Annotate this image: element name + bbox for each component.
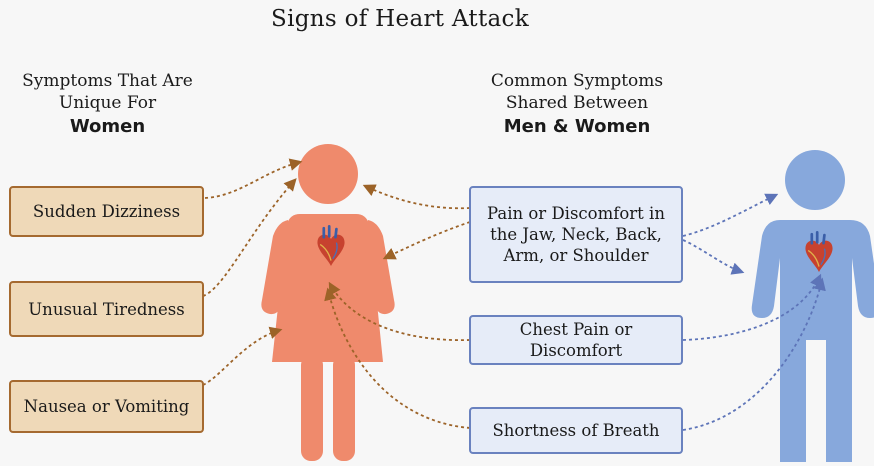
- symptom-box-chest-pain: Chest Pain or Discomfort: [469, 315, 683, 365]
- man-figure: [752, 150, 874, 462]
- symptom-label: Shortness of Breath: [492, 420, 659, 441]
- woman-figure: [261, 144, 394, 461]
- shared-heading: Common Symptoms Shared Between Men & Wom…: [452, 70, 702, 140]
- page-title: Signs of Heart Attack: [0, 6, 800, 32]
- symptom-label: Sudden Dizziness: [33, 201, 180, 222]
- heading-emphasis: Women: [0, 114, 215, 140]
- heading-line: Unique For: [0, 92, 215, 114]
- symptom-label: Nausea or Vomiting: [24, 396, 190, 417]
- heading-line: Common Symptoms: [452, 70, 702, 92]
- symptom-label: Chest Pain or Discomfort: [501, 319, 651, 361]
- heading-line: Shared Between: [452, 92, 702, 114]
- symptom-box-shortness-of-breath: Shortness of Breath: [469, 407, 683, 454]
- women-unique-heading: Symptoms That Are Unique For Women: [0, 70, 215, 140]
- symptom-box-sudden-dizziness: Sudden Dizziness: [9, 186, 204, 237]
- symptom-box-nausea-vomiting: Nausea or Vomiting: [9, 380, 204, 433]
- heading-emphasis: Men & Women: [452, 114, 702, 140]
- heading-line: Symptoms That Are: [0, 70, 215, 92]
- symptom-box-jaw-neck-pain: Pain or Discomfort in the Jaw, Neck, Bac…: [469, 186, 683, 283]
- symptom-box-unusual-tiredness: Unusual Tiredness: [9, 281, 204, 337]
- symptom-label: Unusual Tiredness: [28, 299, 184, 320]
- symptom-label: Pain or Discomfort in the Jaw, Neck, Bac…: [479, 203, 673, 266]
